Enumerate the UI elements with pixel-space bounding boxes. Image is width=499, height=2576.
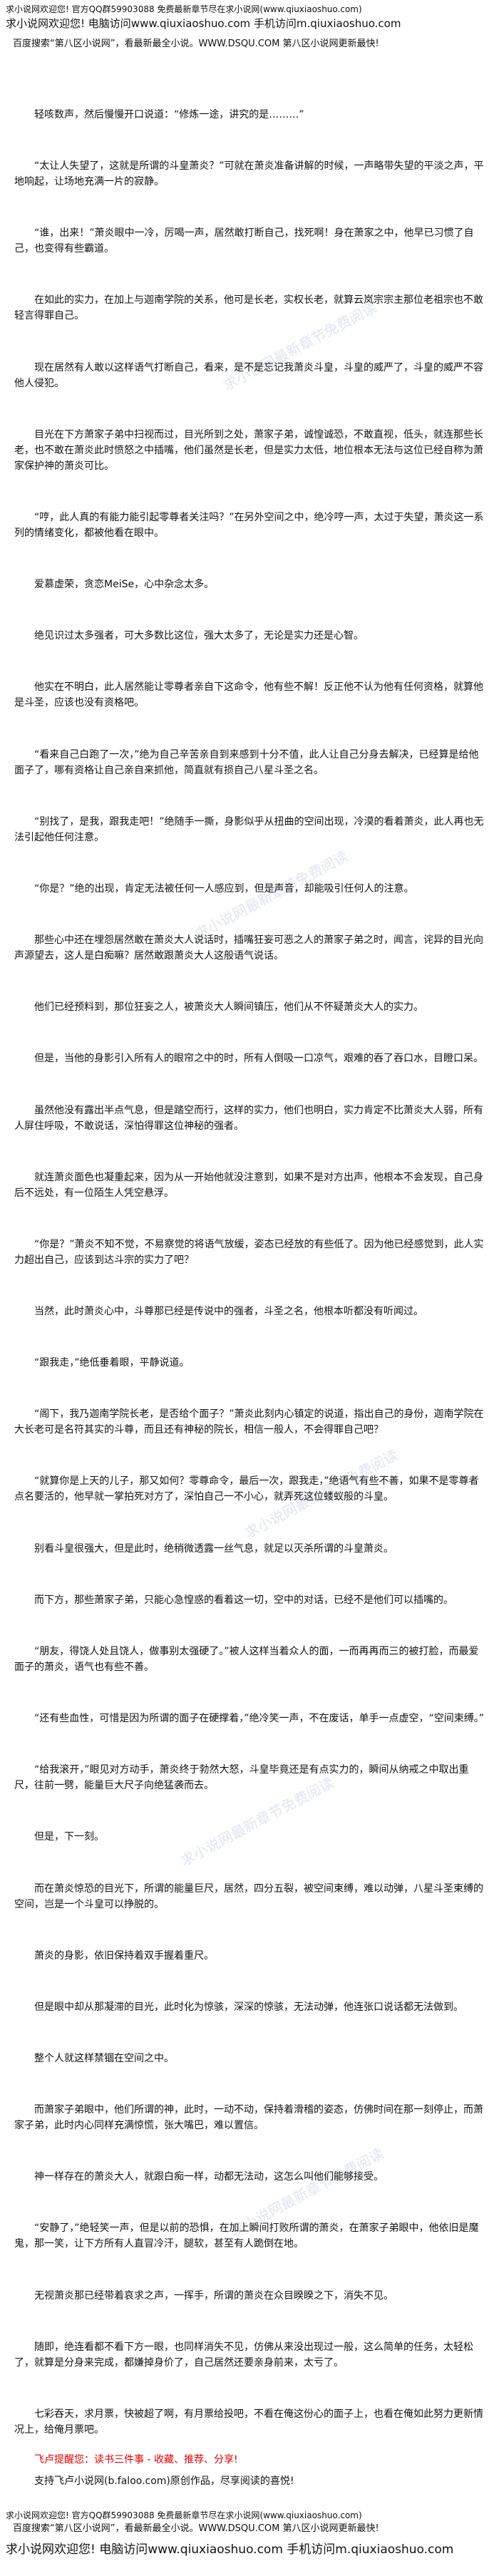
paragraph: 而在萧炎惊恐的目光下，所谓的能量巨尺，居然，四分五裂，被空间束缚，难以动弹，八星…	[14, 1882, 483, 1910]
paragraph: 那些心中还在埋怨居然敢在萧炎大人说话时，插嘴狂妄可恶之人的萧家子弟之时，闻言，诧…	[14, 934, 483, 962]
paragraph: 爱慕虚荣，贪恋MeiSe，心中杂念太多。	[34, 579, 215, 591]
promo-block: 飞卢提醒您：读书三件事 - 收藏、推荐、分享! 支持飞卢小说网(b.faloo.…	[14, 2452, 485, 2489]
paragraph: 在如此的实力，在加上与迦南学院的关系，他可是长老，实权长老，就算云岚宗宗主那位老…	[14, 294, 483, 322]
footer-access-urls: 求小说网欢迎您! 电脑访问www.qiuxiaoshuo.com 手机访问m.q…	[6, 2542, 454, 2557]
paragraph: 随即，绝连看都不看下方一眼，也同样消失不见，仿佛从来没出现过一般，这么简单的任务…	[14, 2341, 473, 2369]
paragraph: 神一样存在的萧炎大人，就跟白痴一样，动都无法动，这怎么叫他们能够接受。	[34, 2171, 384, 2183]
paragraph: “哼，此人真的有能力能引起零尊者关注吗？”在另外空间之中，绝冷哼一声，太过于失望…	[14, 511, 484, 539]
paragraph: 无视萧炎那已经带着哀求之声，一挥手，所谓的萧炎在众目睽睽之下，消失不见。	[34, 2289, 393, 2302]
header-welcome-qq: 求小说网欢迎您! 官方QQ群59903088 免费最新章节尽在求小说网(www.…	[6, 4, 362, 14]
paragraph: 但是，当他的身影引入所有人的眼帘之中的时，所有人倒吸一口凉气，艰难的吞了吞口水，…	[34, 1053, 483, 1065]
footer-welcome-qq: 求小说网欢迎您! 官方QQ群59903088 免费最新章节尽在求小说网(www.…	[6, 2510, 362, 2520]
paragraph: “你是？”萧炎不知不觉，不易察觉的将语气放缓，姿态已经放的有些低了。因为他已经感…	[14, 1238, 484, 1266]
footer-search-tip: 百度搜索“第八区小说网”，看最新最全小说。WWW.DSQU.COM 第八区小说网…	[13, 2523, 379, 2534]
paragraph: 就连萧炎面色也凝重起来，因为从一开始他就没注意到，如果不是对方出声，他根本不会发…	[14, 1171, 483, 1199]
paragraph: 虽然他没有露出半点气息，但是踏空而行，这样的实力，他们也明白，实力肯定不比萧炎大…	[14, 1104, 483, 1132]
site-footer: 求小说网欢迎您! 官方QQ群59903088 免费最新章节尽在求小说网(www.…	[6, 2509, 493, 2559]
paragraph: “还有些血性，可惜是因为所谓的面子在硬撑着，”绝冷笑一声，不在废话，单手一点虚空…	[34, 1713, 485, 1725]
paragraph: “看来自己白跑了一次，”绝为自己辛苦亲自到来感到十分不值，此人让自己分身去解决，…	[14, 748, 479, 776]
header-search-tip: 百度搜索“第八区小说网”，看最新最全小说。WWW.DSQU.COM 第八区小说网…	[13, 38, 379, 49]
paragraph: “你是？”绝的出现，肯定无法被任何一人感应到，但是声音，却能吸引任何人的注意。	[34, 882, 414, 895]
paragraph: “就算你是上天的儿子，那又如何？零尊命令，最后一次，跟我走，”绝语气有些不善，如…	[14, 1475, 479, 1503]
paragraph: “太让人失望了，这就是所谓的斗皇萧炎？”可就在萧炎准备讲解的时候，一声略带失望的…	[14, 160, 484, 188]
header-access-urls: 求小说网欢迎您! 电脑访问www.qiuxiaoshuo.com 手机访问m.q…	[6, 17, 401, 30]
paragraph: 轻咳数声，然后慢慢开口说道：“修炼一途，讲究的是………”	[34, 109, 304, 120]
paragraph: 绝见识过太多强者，可大多数比这位，强大太多了，无论是实力还是心智。	[34, 630, 364, 642]
paragraph: “阁下，我乃迦南学院长老，是否给个面子？”萧炎此刻内心镇定的说道，指出自己的身份…	[14, 1408, 484, 1436]
paragraph: 而下方，那些萧家子弟，只能心急惶惑的看着这一切，空中的对话，已经不是他们可以插嘴…	[34, 1594, 453, 1606]
paragraph: 萧炎的身影，依旧保持着双手握着重尺。	[34, 1949, 214, 1962]
paragraph: 整个人就这样禁锢在空间之中。	[34, 2053, 174, 2064]
paragraph: 别看斗皇很强大，但是此时，绝稍微透露一丝气息，就足以灭杀所谓的斗皇萧炎。	[34, 1542, 393, 1555]
paragraph: “朋友，得饶人处且饶人，做事别太强硬了。”被人这样当着众人的面，一而再再而三的被…	[14, 1645, 479, 1673]
paragraph: 他实在不明白，此人居然能让零尊者亲自下这命令，他有些不解！反正他不认为他有任何资…	[14, 681, 483, 709]
reading-reminder: 飞卢提醒您：读书三件事 - 收藏、推荐、分享!	[34, 2454, 238, 2466]
paragraph: “跟我走，”绝低垂着眼，平静说道。	[34, 1357, 190, 1369]
paragraph: 现在居然有人敢以这样语气打断自己，看来，是不是忘记我萧炎斗皇，斗皇的威严了，斗皇…	[14, 361, 483, 389]
paragraph: 但是眼中却从那凝滞的目光，此时化为惊骇，深深的惊骇，无法动弹，他连张口说话都无法…	[34, 2001, 463, 2013]
paragraph: 目光在下方萧家子弟中扫视而过，目光所到之处，萧家子弟，诚惶诚恐，不敢直视，低头，…	[14, 428, 483, 472]
paragraph: 他们已经预料到，那位狂妄之人，被萧炎大人瞬间镇压，他们从不怀疑萧炎大人的实力。	[34, 1001, 423, 1014]
paragraph: 而萧家子弟眼中，他们所谓的神，此时，一动不动，保持着滑稽的姿态，仿佛时间在那一刻…	[14, 2104, 483, 2132]
paragraph: “给我滚开，”眼见对方动手，萧炎终于勃然大怒，斗皇毕竟还是有点实力的，瞬间从纳戒…	[14, 1764, 469, 1792]
paragraph: 但是，下一刻。	[34, 1831, 104, 1843]
paragraph: 当然，此时萧炎心中，斗尊那已经是传说中的强者，斗圣之名，他根本听都没有听闻过。	[34, 1305, 423, 1317]
paragraph: “别找了，是我，跟我走吧！”绝随手一撕，身影似乎从扭曲的空间出现，冷漠的看着萧炎…	[14, 815, 484, 843]
paragraph: 七彩吞天，求月票，快被超了啊，有月票给投吧，不看在俺这份心的面子上，也看在俺如此…	[14, 2408, 483, 2436]
site-header: 求小说网欢迎您! 官方QQ群59903088 免费最新章节尽在求小说网(www.…	[6, 3, 493, 51]
paragraph: “安静了，”绝轻笑一声，但是以前的恐惧，在加上瞬间打败所谓的萧炎，在萧家子弟眼中…	[14, 2222, 479, 2250]
support-original-note: 支持飞卢小说网(b.faloo.com)原创作品，尽享阅读的喜悦!	[34, 2475, 294, 2487]
chapter-content: 轻咳数声，然后慢慢开口说道：“修炼一途，讲究的是………” “太让人失望了，这就是所…	[14, 107, 485, 2438]
paragraph: “谁，出来！”萧炎眼中一冷，厉喝一声，居然敢打断自己，找死啊！身在萧家之中，他早…	[14, 227, 474, 255]
